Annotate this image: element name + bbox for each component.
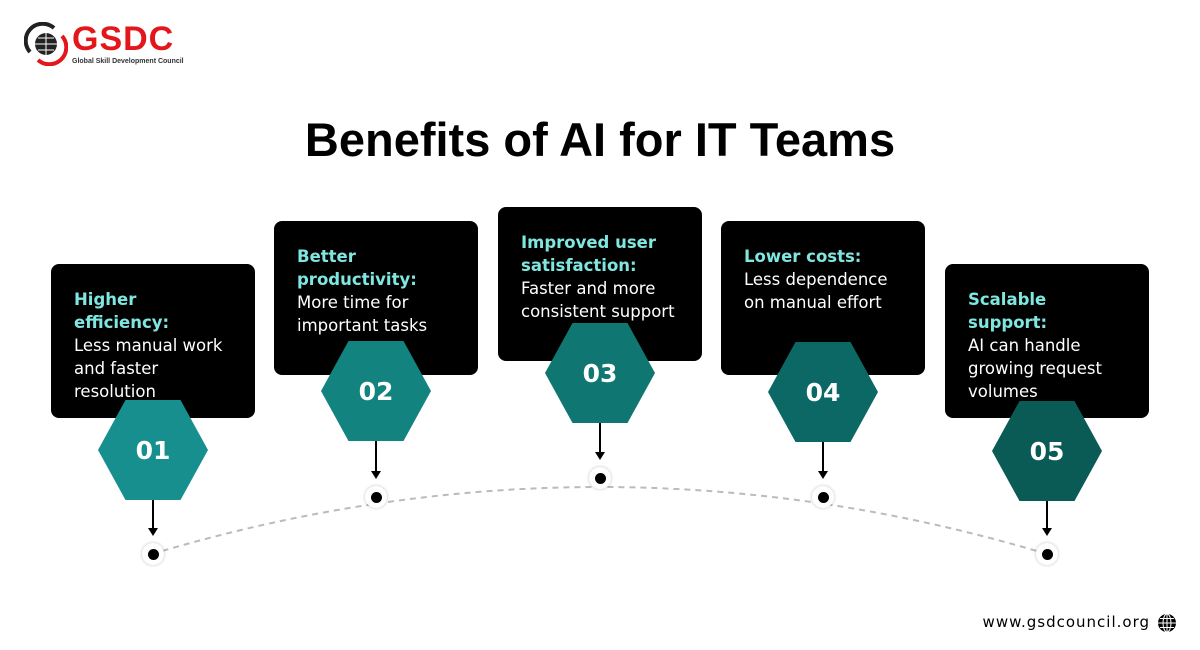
- step-number-hexagon: 02: [321, 341, 431, 441]
- globe-logo-icon: [24, 22, 68, 66]
- timeline-dot: [589, 467, 611, 489]
- benefit-heading: Lower costs:: [744, 247, 862, 266]
- timeline-dot: [365, 486, 387, 508]
- benefit-heading: Better productivity:: [297, 247, 417, 289]
- benefit-text: Less manual work and faster resolution: [74, 336, 223, 401]
- benefit-text: Less dependence on manual effort: [744, 270, 888, 312]
- arrow-down-icon: [371, 441, 381, 479]
- benefit-text: More time for important tasks: [297, 293, 428, 335]
- step-number: 04: [805, 377, 841, 407]
- step-number: 03: [582, 358, 618, 388]
- step-number: 01: [135, 435, 171, 465]
- logo-subtitle: Global Skill Development Council: [72, 58, 184, 65]
- timeline-dot: [812, 486, 834, 508]
- page-title: Benefits of AI for IT Teams: [304, 113, 896, 166]
- arrow-down-icon: [1042, 501, 1052, 536]
- benefit-heading: Higher efficiency:: [74, 290, 170, 332]
- logo-text: GSDC: [72, 20, 175, 58]
- step-number: 02: [358, 376, 394, 406]
- website-url[interactable]: www.gsdcouncil.org: [982, 613, 1150, 631]
- benefit-card: Higher efficiency: Less manual work and …: [51, 264, 255, 418]
- benefit-heading: Scalable support:: [968, 290, 1048, 332]
- step-number: 05: [1029, 436, 1065, 466]
- benefit-text: AI can handle growing request volumes: [968, 336, 1102, 401]
- benefit-text: Faster and more consistent support: [521, 279, 675, 321]
- globe-icon: [1158, 613, 1176, 633]
- timeline-dot: [142, 543, 164, 565]
- benefit-card: Scalable support: AI can handle growing …: [945, 264, 1149, 418]
- arrow-down-icon: [595, 423, 605, 460]
- arrow-down-icon: [818, 442, 828, 479]
- gsdc-logo: GSDC Global Skill Development Council: [24, 20, 184, 70]
- benefit-heading: Improved user satisfaction:: [521, 233, 657, 275]
- benefit-card: Improved user satisfaction: Faster and m…: [498, 207, 702, 361]
- timeline-dot: [1036, 543, 1058, 565]
- arrow-down-icon: [148, 500, 158, 536]
